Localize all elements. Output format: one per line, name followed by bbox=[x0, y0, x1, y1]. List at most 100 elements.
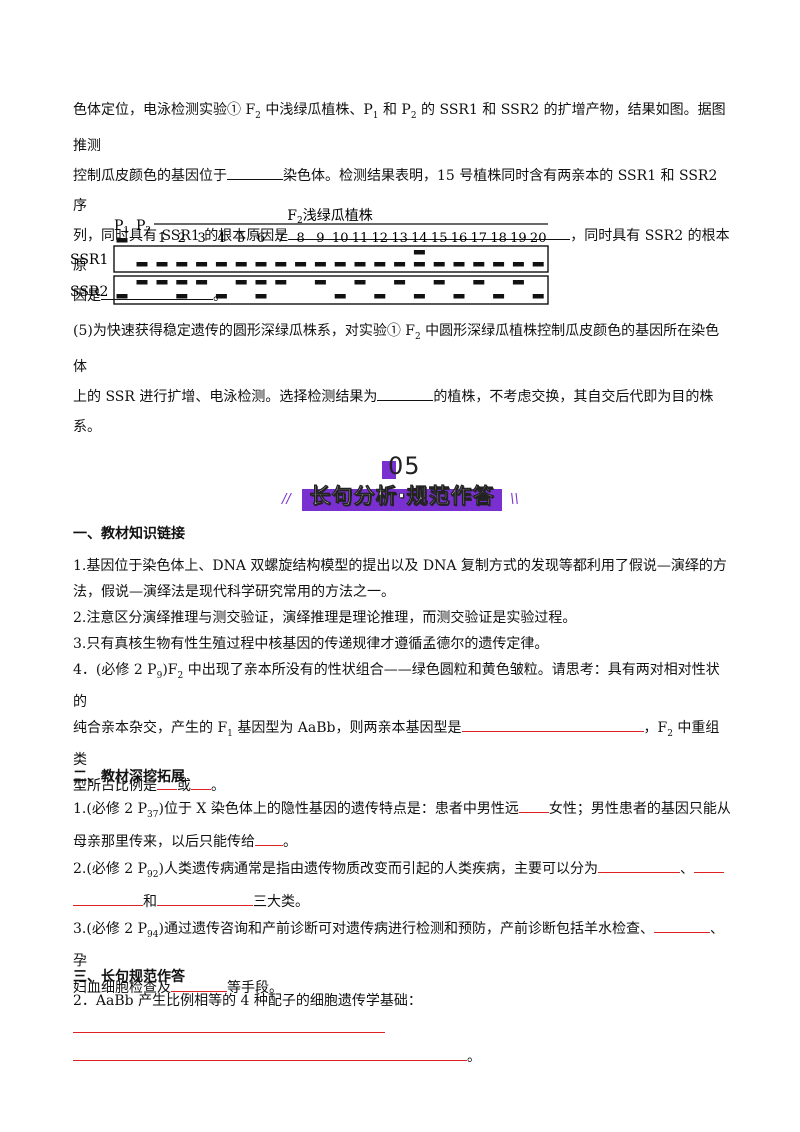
answer-blank[interactable] bbox=[157, 775, 177, 790]
ssr1-band bbox=[413, 262, 425, 267]
text: (5)为快速获得稳定遗传的圆形深绿瓜株系，对实验① F bbox=[73, 323, 415, 339]
ssr2-band bbox=[215, 294, 227, 299]
line: 1.(必修 2 P37)位于 X 染色体上的隐性基因的遗传特点是：患者中男性远女… bbox=[73, 796, 733, 829]
lane-label: 13 bbox=[391, 231, 408, 246]
line: 2.(必修 2 P92)人类遗传病通常是指由遗传物质改变而引起的人类疾病，主要可… bbox=[73, 856, 733, 889]
ssr1-band bbox=[374, 262, 386, 267]
answer-blank[interactable] bbox=[227, 165, 283, 180]
answer-blank[interactable] bbox=[101, 285, 213, 300]
answer-blank[interactable] bbox=[73, 1046, 467, 1061]
subscript: 1 bbox=[227, 728, 233, 739]
answer-blank[interactable] bbox=[157, 891, 253, 906]
text: 色体定位，电泳检测实验① F bbox=[73, 102, 256, 118]
line: 因是。 bbox=[73, 281, 733, 311]
section-number-accent bbox=[382, 461, 396, 479]
text: 或 bbox=[177, 777, 191, 794]
ssr1-band bbox=[334, 262, 346, 267]
text: 中浅绿瓜植株、P bbox=[260, 102, 373, 118]
heading-textbook-extension: 二、教材深挖拓展 bbox=[73, 769, 185, 785]
text: 1.基因位于染色体上、DNA 双螺旋结构模型的提出以及 DNA 复制方式的发现等… bbox=[73, 558, 727, 574]
subscript: 37 bbox=[147, 809, 159, 820]
answer-blank[interactable] bbox=[693, 858, 724, 873]
text: 型所占比例是 bbox=[73, 777, 157, 794]
ssr1-band bbox=[275, 262, 287, 267]
ssr2-band bbox=[453, 294, 465, 299]
figure-title: F2浅绿瓜植株 bbox=[287, 208, 372, 226]
lane-label: 1 bbox=[158, 231, 166, 246]
ssr1-band bbox=[453, 262, 465, 267]
ssr1-band bbox=[532, 262, 544, 267]
lane-label: 5 bbox=[237, 231, 245, 246]
line: 3.(必修 2 P94)通过遗传咨询和产前诊断可对遗传病进行检测和预防，产前诊断… bbox=[73, 916, 733, 976]
ssr1-band bbox=[493, 262, 505, 267]
ssr1-band bbox=[215, 262, 227, 267]
answer-blank[interactable] bbox=[191, 775, 211, 790]
text: ，F bbox=[643, 719, 668, 736]
answer-blank[interactable] bbox=[288, 225, 571, 240]
text: 控制瓜皮颜色的基因位于 bbox=[73, 167, 227, 184]
line: 上的 SSR 进行扩增、电泳检测。选择检测结果为的植株，不考虑交换，其自交后代即… bbox=[73, 382, 733, 442]
lane-label: 2 bbox=[178, 231, 186, 246]
ssr2-band bbox=[374, 294, 386, 299]
text: 纯合亲本杂交，产生的 F bbox=[73, 719, 228, 736]
answer-blank[interactable] bbox=[597, 858, 680, 873]
subscript: 2 bbox=[410, 110, 417, 121]
subscript: 92 bbox=[147, 869, 159, 880]
ssr1-band bbox=[433, 262, 445, 267]
line: 妇血细胞检查及等手段。 bbox=[73, 975, 733, 1002]
long-answer-content: 2．AaBb 产生比例相等的 4 种配子的细胞遗传学基础： 。 bbox=[73, 987, 733, 1071]
question-5: (5)为快速获得稳定遗传的圆形深绿瓜株系，对实验① F2 中圆形深绿瓜植株控制瓜… bbox=[73, 316, 733, 442]
text: 、孕 bbox=[73, 920, 724, 970]
text: 母亲那里传来，以后只能传给 bbox=[73, 833, 255, 850]
answer-blank[interactable] bbox=[377, 386, 434, 401]
line: 4．(必修 2 P9)F2 中出现了亲本所没有的性状组合——绿色圆粒和黄色皱粒。… bbox=[73, 657, 733, 715]
ssr2-band bbox=[493, 294, 505, 299]
ssr2-band bbox=[512, 280, 524, 285]
label-p2: P2 bbox=[136, 218, 151, 236]
text: 上的 SSR 进行扩增、电泳检测。选择检测结果为 bbox=[73, 388, 378, 405]
text: 和 P bbox=[378, 102, 411, 118]
text: 2．AaBb 产生比例相等的 4 种配子的细胞遗传学基础： bbox=[73, 993, 422, 1009]
line: 色体定位，电泳检测实验① F2 中浅绿瓜植株、P1 和 P2 的 SSR1 和 … bbox=[73, 95, 733, 161]
text: 的植株，不考虑交换，其自交后代即为目的株系。 bbox=[73, 388, 714, 435]
ssr2-band bbox=[473, 280, 485, 285]
text: 法，假说—演绎法是现代科学研究常用的方法之一。 bbox=[73, 584, 395, 600]
text: 3.只有真核生物有性生殖过程中核基因的传递规律才遵循孟德尔的遗传定律。 bbox=[73, 636, 549, 652]
ssr2-band bbox=[334, 294, 346, 299]
answer-blank[interactable] bbox=[461, 717, 644, 732]
text: 三大类。 bbox=[253, 893, 309, 910]
ssr1-band bbox=[235, 262, 247, 267]
ssr2-band bbox=[255, 294, 267, 299]
ssr1-gel-lane bbox=[113, 245, 549, 273]
subscript: 9 bbox=[156, 670, 163, 681]
answer-blank[interactable] bbox=[653, 918, 710, 933]
line: (5)为快速获得稳定遗传的圆形深绿瓜株系，对实验① F2 中圆形深绿瓜植株控制瓜… bbox=[73, 316, 733, 382]
answer-blank[interactable] bbox=[73, 1018, 385, 1033]
text: 4．(必修 2 P bbox=[73, 662, 157, 678]
ssr2-band bbox=[196, 280, 208, 285]
answer-blank[interactable] bbox=[171, 977, 227, 993]
lane-label: 14 bbox=[411, 231, 428, 246]
ssr2-band bbox=[176, 294, 188, 299]
lane-label: 18 bbox=[490, 231, 507, 246]
lane-label: 7 bbox=[277, 231, 285, 246]
ssr2-band bbox=[156, 280, 168, 285]
answer-blank[interactable] bbox=[518, 798, 549, 813]
answer-blank[interactable] bbox=[73, 891, 143, 906]
gel-bands bbox=[116, 238, 544, 299]
line: 和三大类。 bbox=[73, 889, 733, 916]
ssr2-band bbox=[136, 280, 148, 285]
lane-label: 10 bbox=[332, 231, 349, 246]
lane-label: 12 bbox=[372, 231, 389, 246]
answer-blank[interactable] bbox=[255, 831, 283, 846]
text: 中出现了亲本所没有的性状组合——绿色圆粒和黄色皱粒。请思考：具有两对相对性状的 bbox=[73, 662, 720, 710]
text: 等手段。 bbox=[227, 980, 283, 997]
subscript: 1 bbox=[372, 110, 379, 121]
row-label-ssr2: SSR2 bbox=[70, 284, 108, 300]
text: 。 bbox=[467, 1049, 481, 1065]
label-p1: P1 bbox=[114, 218, 129, 236]
text: 3.(必修 2 P bbox=[73, 920, 148, 937]
